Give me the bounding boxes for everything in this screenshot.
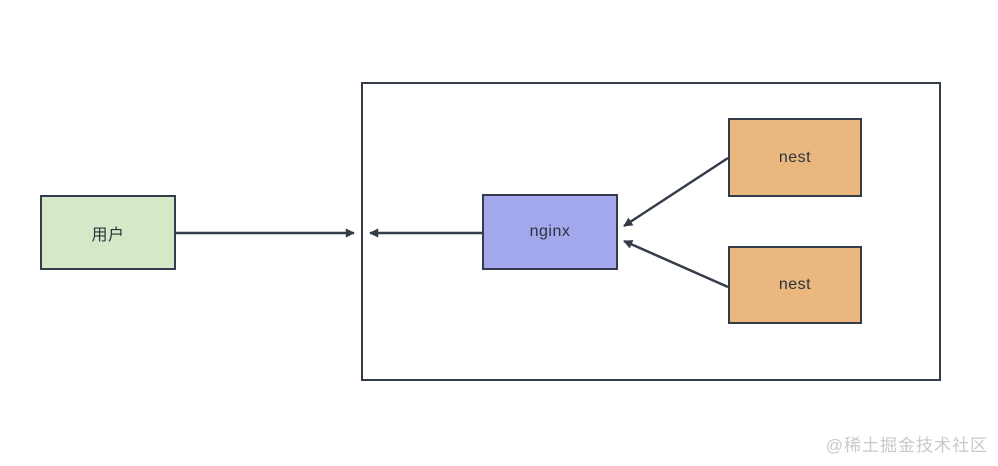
watermark: @稀土掘金技术社区 [825,436,988,455]
node-nest-2[interactable]: nest [728,246,862,324]
node-nginx-label: nginx [529,223,571,240]
node-nest-1-label: nest [778,148,812,166]
node-nginx[interactable]: nginx [482,194,618,270]
node-nest-2-label: nest [778,276,812,293]
cluster-boundary [361,82,941,381]
node-nest-1[interactable]: nest [728,118,862,197]
node-user[interactable]: 用户 [40,195,176,270]
node-user-label: 用户 [91,226,125,244]
